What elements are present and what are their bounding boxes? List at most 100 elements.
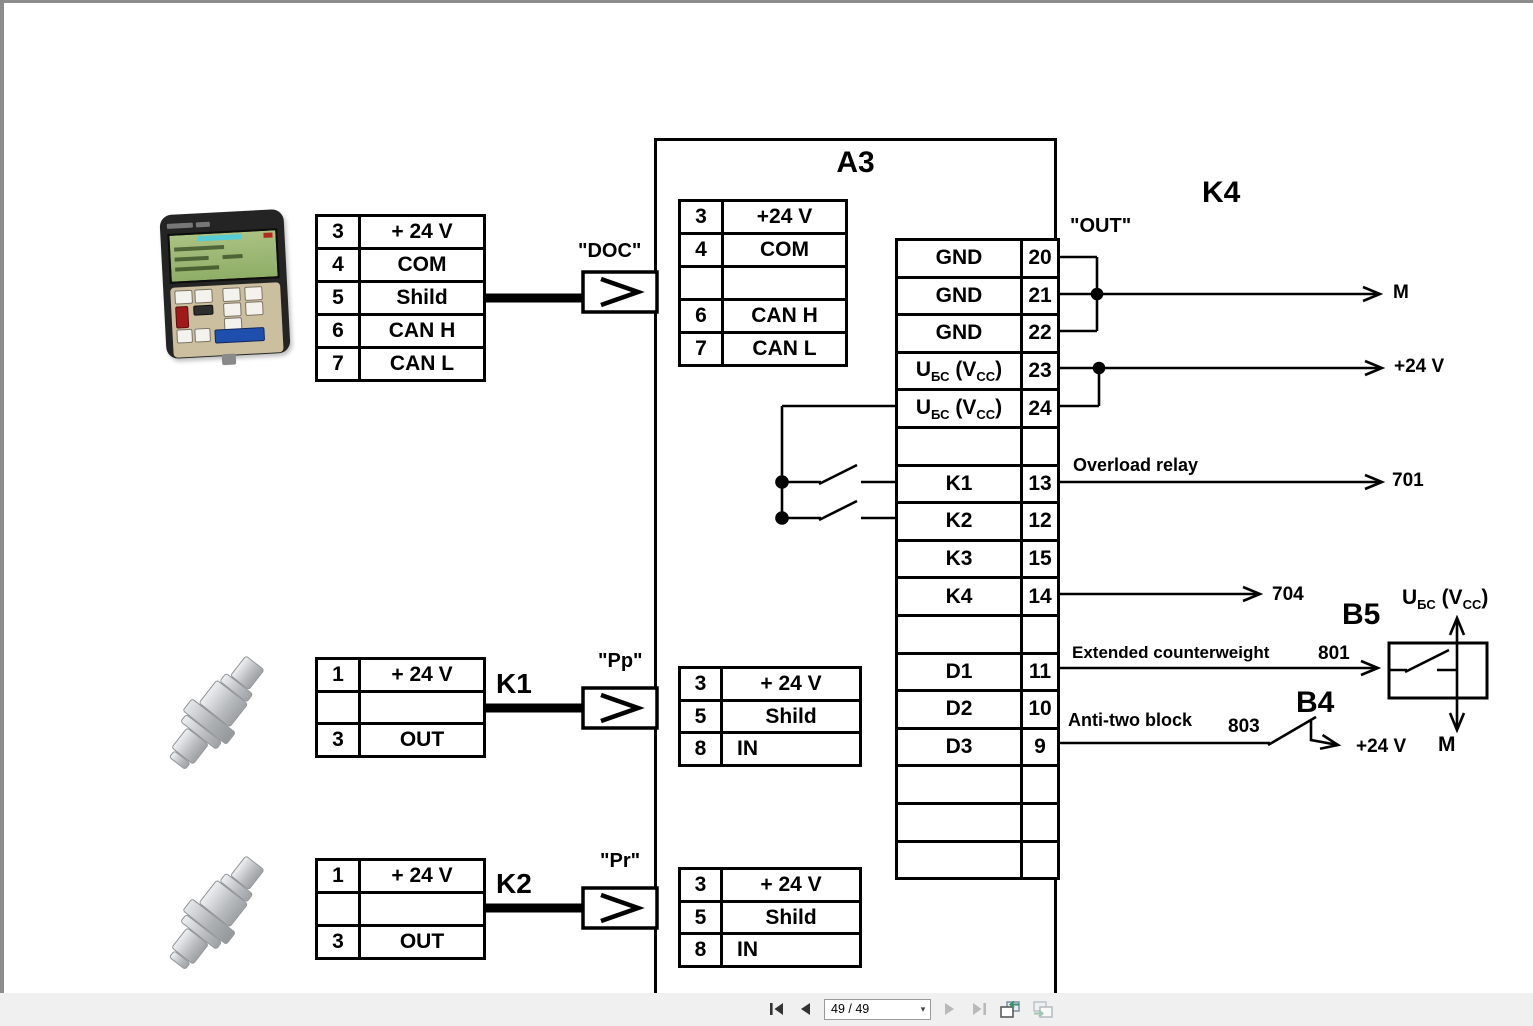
pin-number	[315, 891, 361, 927]
pr-connector-symbol	[581, 886, 659, 930]
pin-number: 1	[315, 657, 361, 693]
page-navigation-group: 49 / 49 ▾	[766, 996, 1055, 1022]
pp-connector-symbol	[581, 686, 659, 730]
b4-plus24v-label: +24 V	[1356, 736, 1407, 757]
next-page-icon	[945, 1003, 954, 1015]
pin-number: 22	[1020, 313, 1060, 354]
next-view-icon	[1033, 1001, 1053, 1018]
pin-label	[895, 613, 1023, 655]
doc-connector-symbol	[581, 270, 659, 314]
pin-label: Shild	[358, 280, 486, 316]
pin-label-vcc: UБС (VCC)	[895, 388, 1023, 429]
pin-label: Shild	[720, 698, 862, 735]
pin-label: COM	[358, 247, 486, 283]
plus24v-arrow-label: +24 V	[1394, 356, 1445, 377]
page-dropdown-caret-icon[interactable]: ▾	[920, 1003, 926, 1014]
page-number-input[interactable]: 49 / 49 ▾	[824, 998, 931, 1020]
wire-701-label: 701	[1392, 470, 1424, 491]
pin-number: 14	[1020, 576, 1060, 617]
pin-label: GND	[895, 238, 1023, 279]
pin-label: + 24 V	[720, 867, 862, 903]
pin-number: 3	[315, 722, 361, 759]
pin-label	[358, 689, 486, 726]
pin-label: OUT	[358, 722, 486, 759]
pin-number: 4	[315, 247, 361, 283]
next-view-button[interactable]	[1031, 998, 1055, 1020]
pin-label: CAN H	[358, 313, 486, 349]
cable-wires	[483, 293, 583, 913]
pin-number	[1020, 839, 1060, 881]
pin-number: 4	[678, 232, 724, 268]
pin-label: IN	[720, 731, 862, 768]
b5-relay-symbol	[1387, 618, 1489, 730]
pin-label: K4	[895, 576, 1023, 617]
extended-counterweight-label: Extended counterweight	[1072, 643, 1270, 662]
pin-number: 5	[315, 280, 361, 316]
pin-number: 5	[678, 698, 723, 735]
b4-switch-symbol	[1267, 715, 1338, 745]
pdf-toolbar: 49 / 49 ▾	[0, 993, 1533, 1026]
pin-number: 5	[678, 899, 723, 936]
pin-number	[1020, 425, 1060, 467]
pin-label: K3	[895, 538, 1023, 580]
window-chrome-left	[0, 3, 4, 993]
b5-vcc-label: UБС (VCC)	[1402, 586, 1489, 613]
pin-number: 20	[1020, 238, 1060, 279]
pin-number: 8	[678, 731, 723, 768]
pin-number: 23	[1020, 350, 1060, 392]
pin-label: Shild	[720, 899, 862, 936]
window-chrome-top	[0, 0, 1533, 3]
pin-number	[678, 265, 724, 301]
pin-number	[1020, 801, 1060, 843]
pin-number: 15	[1020, 538, 1060, 580]
b5-title: B5	[1342, 598, 1381, 631]
pin-label: OUT	[358, 924, 486, 960]
pin-label: CAN L	[721, 331, 848, 367]
pin-label: GND	[895, 313, 1023, 354]
pin-number: 21	[1020, 275, 1060, 317]
overload-relay-label: Overload relay	[1073, 455, 1199, 475]
previous-page-icon	[801, 1003, 810, 1015]
next-page-button[interactable]	[940, 998, 960, 1020]
previous-page-button[interactable]	[795, 998, 815, 1020]
pin-number: 7	[315, 346, 361, 382]
last-page-button[interactable]	[969, 998, 989, 1020]
pr-connector-label: "Pr"	[600, 850, 641, 872]
pin-number: 11	[1020, 651, 1060, 693]
k4-title: K4	[1202, 176, 1241, 209]
pin-number	[315, 689, 361, 726]
pin-label: + 24 V	[358, 214, 486, 250]
pin-number	[1020, 613, 1060, 655]
first-page-button[interactable]	[766, 998, 786, 1020]
gnd-motor-bus	[1057, 255, 1380, 333]
pin-number: 12	[1020, 501, 1060, 542]
pin-label: +24 V	[721, 199, 848, 235]
pin-number: 24	[1020, 388, 1060, 429]
pin-number	[1020, 764, 1060, 805]
pin-number: 7	[678, 331, 724, 367]
pin-label	[721, 265, 848, 301]
pin-label: D2	[895, 689, 1023, 730]
pin-label: K2	[895, 501, 1023, 542]
pin-number: 13	[1020, 463, 1060, 505]
a3-title: A3	[836, 146, 875, 179]
pin-label	[895, 425, 1023, 467]
pin-label: IN	[720, 932, 862, 969]
motor-arrow-label: M	[1393, 282, 1409, 303]
previous-view-icon	[1000, 1000, 1020, 1018]
k2-title: K2	[496, 868, 532, 899]
pin-number: 10	[1020, 689, 1060, 730]
previous-view-button[interactable]	[998, 998, 1022, 1020]
pin-number: 3	[678, 666, 723, 702]
pin-label-vcc: UБС (VCC)	[895, 350, 1023, 392]
pin-label: + 24 V	[358, 858, 486, 894]
pin-number: 9	[1020, 726, 1060, 768]
pin-label	[895, 839, 1023, 881]
